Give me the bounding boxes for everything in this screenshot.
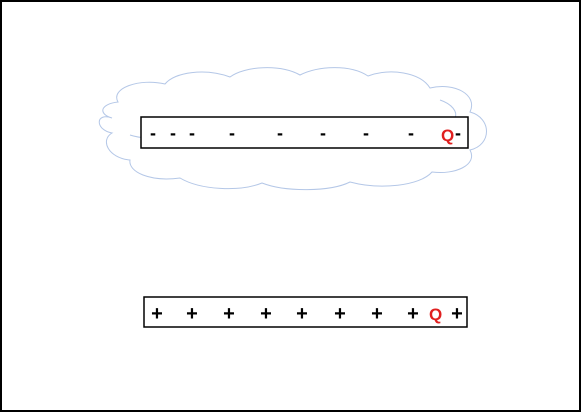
negative-charges: ---------: [150, 123, 461, 143]
positive-charge: +: [186, 303, 198, 325]
top-q-label: Q: [441, 126, 454, 145]
negative-charge: -: [277, 123, 283, 143]
positive-charge: +: [334, 303, 346, 325]
negative-charge: -: [229, 123, 235, 143]
negative-charge: -: [320, 123, 326, 143]
positive-charge: +: [451, 303, 463, 325]
negative-charge: -: [363, 123, 369, 143]
positive-charges: + + + + + + + + +: [151, 303, 463, 325]
negative-charge: -: [189, 123, 195, 143]
negative-charge: -: [150, 123, 156, 143]
positive-charge: +: [407, 303, 419, 325]
positive-charge: +: [151, 303, 163, 325]
negative-charge: -: [455, 123, 461, 143]
bottom-q-label: Q: [429, 305, 442, 324]
negative-charge: -: [408, 123, 414, 143]
negative-bar: [140, 116, 469, 149]
positive-charge: +: [260, 303, 272, 325]
positive-bar: [143, 296, 468, 328]
positive-charge: +: [296, 303, 308, 325]
positive-charge: +: [371, 303, 383, 325]
positive-charge: +: [223, 303, 235, 325]
negative-charge: -: [170, 123, 176, 143]
